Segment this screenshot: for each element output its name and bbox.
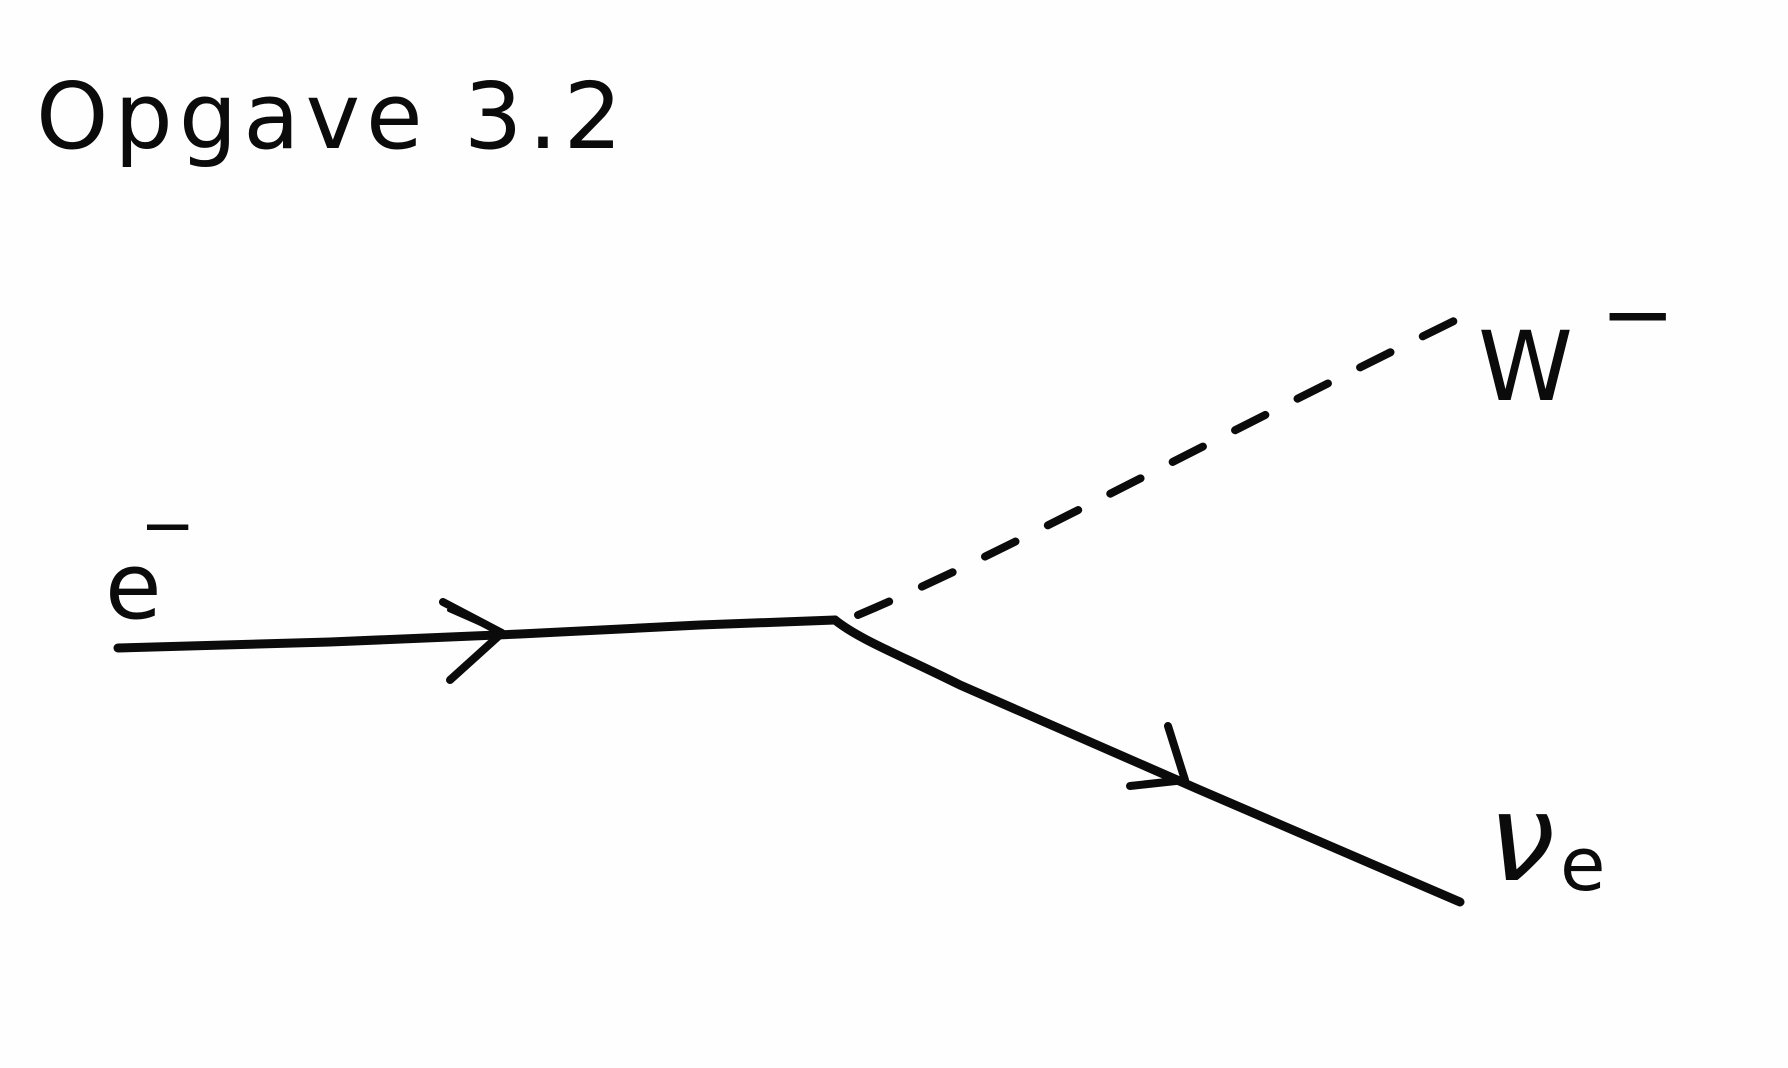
w-boson-line xyxy=(854,314,1464,619)
w-boson-label: W − xyxy=(1478,262,1675,423)
page-title: Opgave 3.2 xyxy=(36,63,628,170)
electron-label: e − xyxy=(105,487,195,640)
neutrino-arrow-icon xyxy=(1126,722,1189,790)
neutrino-symbol: ν xyxy=(1488,770,1555,909)
neutrino-line xyxy=(830,615,1465,907)
w-boson-charge: − xyxy=(1600,262,1675,367)
neutrino-subscript: e xyxy=(1560,822,1606,908)
electron-arrow-icon-stroke2 xyxy=(447,608,510,638)
neutrino-label: ν e xyxy=(1488,770,1606,909)
electron-line xyxy=(113,615,840,653)
w-boson-symbol: W xyxy=(1478,311,1573,423)
electron-charge: − xyxy=(140,487,195,564)
electron-symbol: e xyxy=(105,533,162,640)
